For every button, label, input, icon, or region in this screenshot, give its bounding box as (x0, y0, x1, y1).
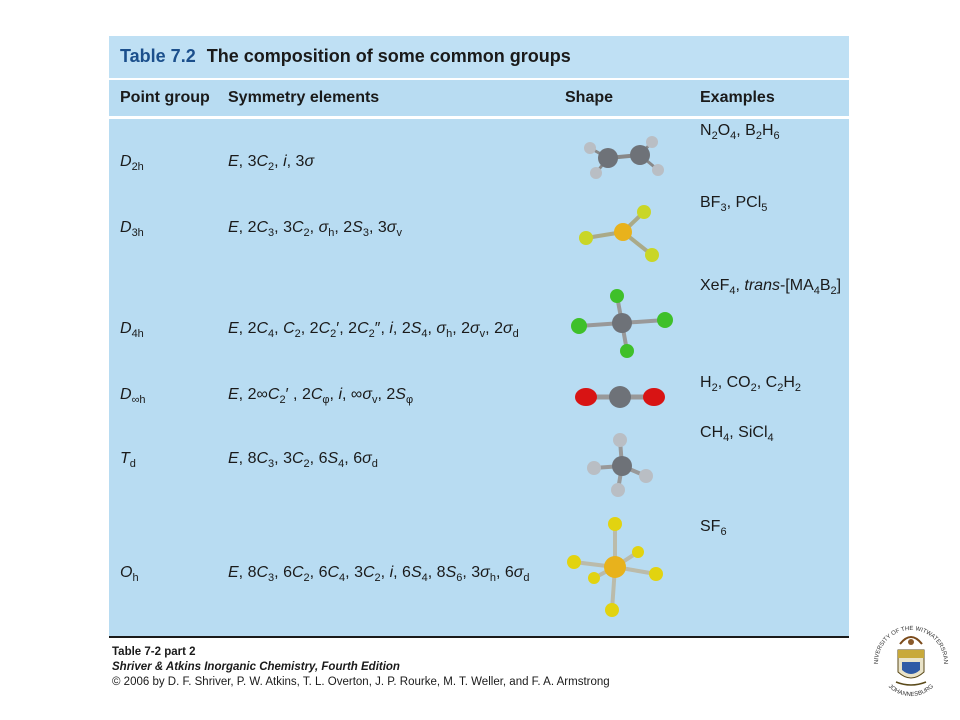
point-group-cell: D2h (120, 153, 144, 174)
table-title: Table 7.2 The composition of some common… (120, 46, 571, 67)
table-title-bar: Table 7.2 The composition of some common… (109, 36, 849, 78)
examples-cell: H2, CO2, C2H2 (700, 374, 802, 395)
university-crest-icon: UNIVERSITY OF THE WITWATERSRAND JOHANNES… (866, 616, 948, 698)
examples-cell: BF3, PCl5 (700, 194, 768, 215)
linear-molecule-icon (570, 378, 670, 423)
header-point-group: Point group (120, 89, 210, 106)
octahedral-molecule-icon (560, 512, 670, 627)
examples-cell: N2O4, B2H6 (700, 122, 780, 143)
examples-cell: SF6 (700, 518, 727, 539)
header-symmetry-elements: Symmetry elements (228, 89, 380, 106)
caption: Table 7-2 part 2 Shriver & Atkins Inorga… (112, 645, 610, 690)
caption-line-2: Shriver & Atkins Inorganic Chemistry, Fo… (112, 661, 400, 673)
symmetry-elements-cell: E, 8C3, 6C2, 6C4, 3C2, i, 6S4, 8S6, 3σh,… (228, 564, 530, 585)
table-number: Table 7.2 (120, 46, 196, 66)
point-group-cell: D∞h (120, 386, 146, 407)
header-divider (109, 116, 849, 119)
point-group-cell: Td (120, 450, 136, 471)
symmetry-elements-cell: E, 2∞C2′ , 2Cφ, i, ∞σv, 2Sφ (228, 386, 414, 407)
point-group-cell: D3h (120, 219, 144, 240)
point-group-cell: Oh (120, 564, 139, 585)
header-shape: Shape (565, 89, 614, 106)
symmetry-elements-cell: E, 3C2, i, 3σ (228, 153, 315, 174)
symmetry-elements-cell: E, 8C3, 3C2, 6S4, 6σd (228, 450, 378, 471)
title-divider (109, 78, 849, 80)
table-title-text: The composition of some common groups (206, 46, 571, 66)
symmetry-elements-cell: E, 2C3, 3C2, σh, 2S3, 3σv (228, 219, 402, 240)
point-group-cell: D4h (120, 320, 144, 341)
examples-cell: CH4, SiCl4 (700, 424, 774, 445)
tetrahedral-molecule-icon (580, 430, 670, 505)
symmetry-elements-cell: E, 2C4, C2, 2C2′, 2C2″, i, 2S4, σh, 2σv,… (228, 320, 519, 341)
bottom-rule (109, 636, 849, 638)
examples-cell: XeF4, trans-[MA4B2] (700, 277, 842, 298)
table-panel: Table 7.2 The composition of some common… (109, 36, 849, 636)
square-planar-molecule-icon (565, 286, 680, 366)
caption-line-3: © 2006 by D. F. Shriver, P. W. Atkins, T… (112, 676, 610, 688)
trigonal-planar-molecule-icon (568, 200, 678, 275)
ethene-molecule-icon (568, 128, 678, 193)
caption-line-1: Table 7-2 part 2 (112, 646, 196, 658)
header-examples: Examples (700, 89, 775, 106)
